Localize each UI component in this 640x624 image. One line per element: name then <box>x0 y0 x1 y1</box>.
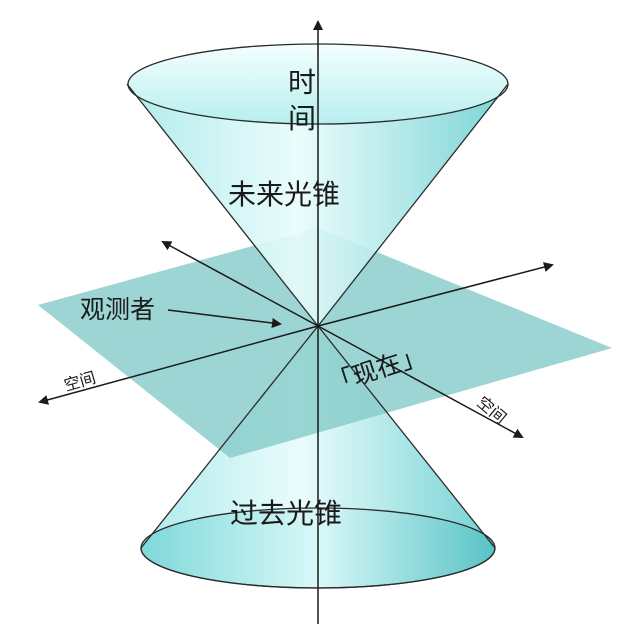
space-axis-1 <box>38 325 319 405</box>
present-plane <box>38 228 612 458</box>
space-label-left: 空间 <box>62 368 98 395</box>
observer-label: 观测者 <box>80 295 155 324</box>
space-label-right: 空间 <box>473 393 510 428</box>
past-cone-label: 过去光锥 <box>230 497 342 530</box>
observer-pointer <box>167 309 282 328</box>
future-cone-label: 未来光锥 <box>228 178 340 211</box>
time-label-1: 时 <box>288 66 316 99</box>
time-label-2: 间 <box>288 102 316 135</box>
space-axis-2 <box>161 241 319 327</box>
